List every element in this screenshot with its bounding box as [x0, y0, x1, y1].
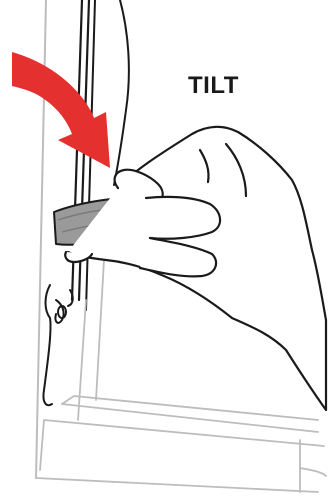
latch-mechanism: [43, 285, 72, 405]
device-right-contour: [114, 0, 129, 185]
device-base-edge: [300, 468, 326, 476]
device-inner-wall-2: [96, 260, 104, 400]
device-inner-wall-1: [78, 300, 86, 420]
curved-arrow-down-icon: [12, 52, 110, 168]
tilt-label: TILT: [188, 74, 239, 98]
